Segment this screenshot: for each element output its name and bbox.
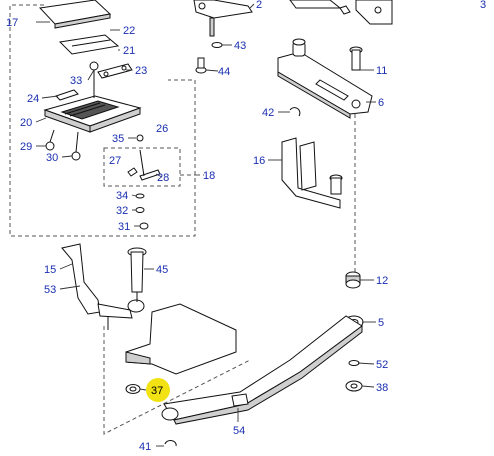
lever-part-15 [61, 243, 145, 330]
callout-21[interactable]: 21 [123, 45, 135, 57]
callout-31[interactable]: 31 [118, 221, 130, 233]
callout-26[interactable]: 26 [156, 123, 168, 135]
callout-3[interactable]: 3 [480, 0, 486, 11]
plate-part-20 [43, 95, 142, 133]
callout-18[interactable]: 18 [203, 170, 215, 182]
screw-part-11 [349, 46, 363, 71]
callout-labels: 17 22 21 23 33 24 20 29 30 35 26 27 28 1… [6, 0, 486, 453]
callout-43[interactable]: 43 [234, 40, 246, 52]
callout-53[interactable]: 53 [44, 284, 56, 296]
callout-22[interactable]: 22 [123, 25, 135, 37]
nut-part-38 [345, 380, 363, 392]
screw-part-44 [195, 57, 207, 74]
callout-5[interactable]: 5 [378, 317, 384, 329]
callout-42[interactable]: 42 [262, 107, 274, 119]
callout-15[interactable]: 15 [44, 264, 56, 276]
highlight-marker [146, 378, 170, 402]
callout-54[interactable]: 54 [233, 425, 245, 437]
link-bar-part-54 [161, 315, 363, 425]
callout-28[interactable]: 28 [157, 172, 169, 184]
plate-part-22 [38, 0, 112, 29]
callout-29[interactable]: 29 [20, 141, 32, 153]
guide-part-21 [58, 34, 120, 55]
callout-12[interactable]: 12 [376, 275, 388, 287]
callout-27[interactable]: 27 [109, 155, 121, 167]
pin-part-45 [127, 247, 147, 302]
callout-23[interactable]: 23 [135, 65, 147, 77]
callout-20[interactable]: 20 [20, 117, 32, 129]
washer-part-43 [211, 42, 223, 48]
callout-30[interactable]: 30 [46, 152, 58, 164]
callout-6[interactable]: 6 [378, 97, 384, 109]
washer-part-37 [125, 384, 141, 394]
callout-32[interactable]: 32 [116, 205, 128, 217]
callout-11[interactable]: 11 [376, 65, 387, 77]
bracket-part-3 [289, 0, 393, 25]
washer-part-52 [348, 360, 360, 366]
callout-35[interactable]: 35 [112, 133, 124, 145]
callout-24[interactable]: 24 [27, 93, 39, 105]
link-plate-part-6 [277, 38, 373, 119]
callout-37[interactable]: 37 [151, 385, 163, 397]
clip-part-24 [55, 89, 79, 101]
washer-part-35 [136, 134, 144, 142]
callout-45[interactable]: 45 [156, 264, 168, 276]
pin-part-31 [139, 222, 149, 230]
group-frame-bottom [103, 86, 356, 435]
clip-part-41 [164, 439, 177, 447]
screw-part-33 [89, 61, 99, 98]
nut-part-32 [135, 207, 145, 213]
callout-44[interactable]: 44 [218, 66, 230, 78]
callout-2[interactable]: 2 [256, 0, 262, 11]
callout-52[interactable]: 52 [376, 359, 388, 371]
callout-16[interactable]: 16 [253, 155, 265, 167]
screw-part-30 [71, 131, 81, 161]
group-frame-26 [103, 147, 198, 187]
callout-33[interactable]: 33 [70, 75, 82, 87]
callout-17[interactable]: 17 [6, 17, 18, 29]
screw-part-29 [45, 129, 55, 151]
callout-38[interactable]: 38 [376, 382, 388, 394]
callout-34[interactable]: 34 [116, 190, 128, 202]
washer-part-34 [135, 193, 145, 199]
bracket-part-16 [281, 137, 343, 209]
spring-part-27 [127, 167, 138, 177]
washer-part-12 [345, 271, 361, 289]
callout-41[interactable]: 41 [139, 441, 151, 453]
leader-lines [35, 3, 376, 447]
link-part-23 [97, 63, 133, 79]
plate-outline [125, 303, 237, 375]
lever-part-28 [139, 149, 161, 181]
clip-part-42 [289, 107, 301, 117]
bracket-part-2 [193, 0, 253, 37]
